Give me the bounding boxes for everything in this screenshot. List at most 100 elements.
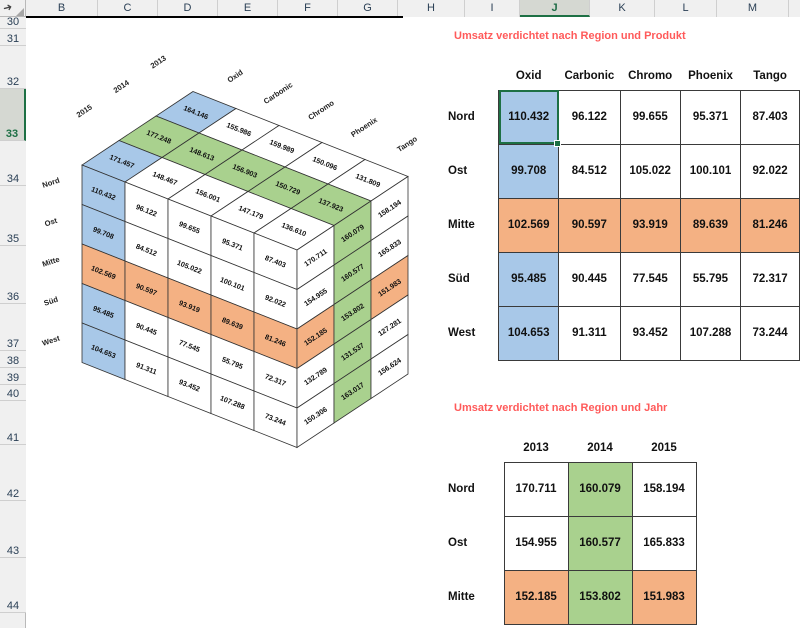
data-cell[interactable]: 91.311 [558,305,621,361]
row-header-35[interactable]: 35 [0,186,26,246]
data-cell[interactable]: 105.022 [619,143,681,199]
row-header-38[interactable]: 38 [0,351,26,368]
row-label-mitte: Mitte [448,219,475,231]
panel-title-region-year: Umsatz verdichtet nach Region und Jahr [454,402,668,414]
column-label-oxid: Oxid [515,69,542,82]
row-header-42[interactable]: 42 [0,445,26,501]
cube-axis-label: Tango [395,134,419,154]
column-header-k[interactable]: K [590,0,655,17]
data-cell[interactable]: 73.244 [740,305,800,361]
row-label-nord: Nord [448,483,475,495]
column-header-e[interactable]: E [218,0,278,17]
column-header-b[interactable]: B [26,0,98,17]
cube-axis-label: Phoenix [349,115,379,139]
cube-axis-label: West [41,333,61,347]
row-header-43[interactable]: 43 [0,501,26,558]
panel-title-region-product: Umsatz verdichtet nach Region und Produk… [454,30,686,42]
data-cell[interactable]: 102.569 [498,197,560,253]
data-cell[interactable]: 99.708 [498,143,560,199]
data-cell[interactable]: 92.022 [740,143,800,199]
column-label-2015: 2015 [651,441,677,454]
data-cell[interactable]: 153.802 [567,569,633,625]
column-header-f[interactable]: F [278,0,338,17]
column-label-tango: Tango [753,69,787,82]
data-cell[interactable]: 77.545 [619,251,681,307]
data-cell[interactable]: 165.833 [631,515,697,571]
data-cell[interactable]: 104.653 [498,305,560,361]
data-cell[interactable]: 93.919 [619,197,681,253]
select-all-icon: ➜ [1,0,14,15]
row-label-ost: Ost [448,165,468,177]
data-cell[interactable]: 152.185 [503,569,569,625]
column-header-m[interactable]: M [717,0,789,17]
column-header-l[interactable]: L [655,0,717,17]
row-label-ost: Ost [448,537,468,549]
data-cell[interactable]: 72.317 [740,251,800,307]
row-header-41[interactable]: 41 [0,401,26,445]
column-header-h[interactable]: H [398,0,465,17]
column-header-row: ➜ BCDEFGHIJKLMN [0,0,800,17]
data-cell[interactable]: 107.288 [679,305,742,361]
table-corner-cell [446,62,499,90]
cube-axis-label: Nord [41,175,61,189]
row-header-39[interactable]: 39 [0,368,26,385]
data-cell[interactable]: 99.655 [619,89,681,145]
table-corner-cell [446,434,504,462]
column-header-c[interactable]: C [98,0,158,17]
data-cell[interactable]: 160.079 [567,461,633,517]
cube-axis-label: Chromo [306,98,336,122]
data-cell[interactable]: 96.122 [558,89,621,145]
column-header-j[interactable]: J [520,0,590,17]
data-cell[interactable]: 154.955 [503,515,569,571]
data-cell[interactable]: 90.597 [558,197,621,253]
row-header-33[interactable]: 33 [0,89,26,141]
column-header-n[interactable]: N [789,0,800,17]
column-header-d[interactable]: D [158,0,218,17]
data-cell[interactable]: 170.711 [503,461,569,517]
data-cell[interactable]: 151.983 [631,569,697,625]
column-header-g[interactable]: G [338,0,398,17]
data-cell[interactable]: 110.432 [498,89,562,147]
column-header-i[interactable]: I [465,0,520,17]
data-cell[interactable]: 81.246 [740,197,800,253]
cube-axis-label: Mitte [41,255,61,269]
cube-axis-label: Süd [43,295,60,308]
data-cell[interactable]: 160.577 [567,515,633,571]
row-header-37[interactable]: 37 [0,304,26,351]
data-cell[interactable]: 84.512 [558,143,621,199]
data-cell[interactable]: 87.403 [740,89,800,145]
row-header-31[interactable]: 31 [0,29,26,46]
cube-axis-label: Oxid [226,67,245,84]
data-cell[interactable]: 55.795 [679,251,742,307]
data-cell[interactable]: 100.101 [679,143,742,199]
data-cell[interactable]: 95.485 [498,251,560,307]
select-all-corner[interactable]: ➜ [0,0,26,17]
row-header-36[interactable]: 36 [0,246,26,304]
data-cell[interactable]: 158.194 [631,461,697,517]
cube-svg: 164.146155.986159.989150.096131.809177.2… [41,55,419,449]
column-label-chromo: Chromo [628,69,673,82]
column-label-2014: 2014 [587,441,613,454]
row-header-30[interactable]: 30 [0,16,26,29]
row-header-44[interactable]: 44 [0,558,26,613]
data-cell[interactable]: 89.639 [679,197,742,253]
row-label-nord: Nord [448,111,475,123]
row-header-34[interactable]: 34 [0,141,26,186]
row-label-süd: Süd [448,273,470,285]
row-header-32[interactable]: 32 [0,46,26,89]
row-header-40[interactable]: 40 [0,385,26,401]
data-cell[interactable]: 95.371 [679,89,742,145]
data-cell[interactable]: 90.445 [558,251,621,307]
cube-axis-label: Ost [43,216,58,229]
data-cell[interactable]: 93.452 [619,305,681,361]
